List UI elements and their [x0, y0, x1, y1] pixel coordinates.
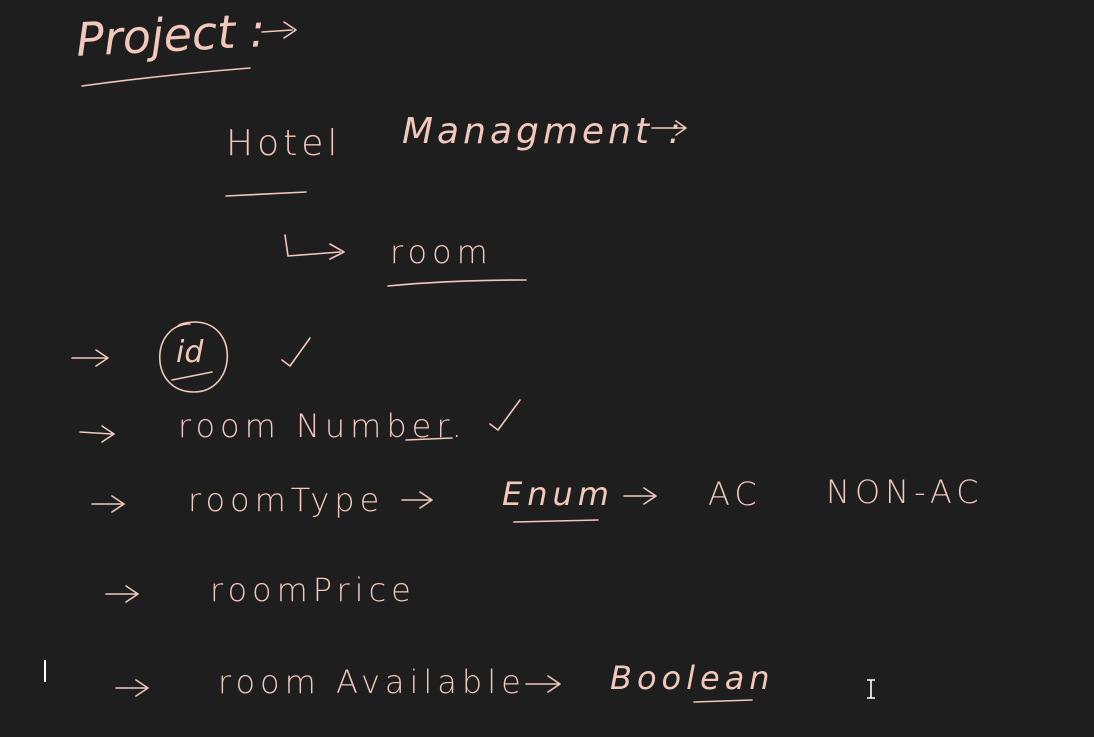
- text-cursor-icon: [864, 678, 878, 700]
- room-number-check: [489, 399, 521, 431]
- room-available-arrow: [115, 679, 149, 697]
- field-room-type: roomType: [188, 481, 385, 519]
- field-room-price: roomPrice: [210, 571, 416, 609]
- field-room-available: room Available: [218, 663, 526, 701]
- room-number-arrow: [79, 425, 115, 443]
- management-heading: Managment :: [402, 111, 685, 152]
- field-room-number: room Number.: [178, 407, 467, 445]
- id-check: [281, 337, 311, 367]
- room-price-arrow: [105, 585, 139, 603]
- room-type-arrow: [91, 495, 125, 513]
- room-underline: [387, 279, 527, 287]
- title-arrow: [261, 21, 297, 39]
- room-available-arrow-2: [525, 675, 561, 693]
- field-id: id: [176, 335, 204, 370]
- id-arrow: [71, 349, 109, 367]
- hotel-underline: [225, 191, 307, 197]
- boolean-label: Boolean: [610, 659, 775, 697]
- room-hook-arrow: [284, 234, 345, 260]
- enum-value-non-ac: NON-AC: [826, 473, 984, 511]
- room-entity: room: [390, 233, 493, 271]
- project-title: Project :: [74, 3, 267, 67]
- text-caret: [44, 660, 46, 682]
- title-underline: [81, 67, 251, 87]
- room-type-arrow-2: [401, 491, 433, 509]
- enum-arrow: [623, 487, 657, 505]
- id-circle: [159, 321, 229, 393]
- id-underline: [171, 371, 213, 381]
- room-number-underline: [405, 437, 453, 441]
- hotel-heading: Hotel: [226, 123, 342, 164]
- boolean-underline: [693, 699, 753, 703]
- enum-value-ac: AC: [708, 475, 762, 513]
- management-arrow: [651, 120, 687, 136]
- enum-label: Enum: [502, 475, 614, 513]
- enum-underline: [513, 519, 599, 523]
